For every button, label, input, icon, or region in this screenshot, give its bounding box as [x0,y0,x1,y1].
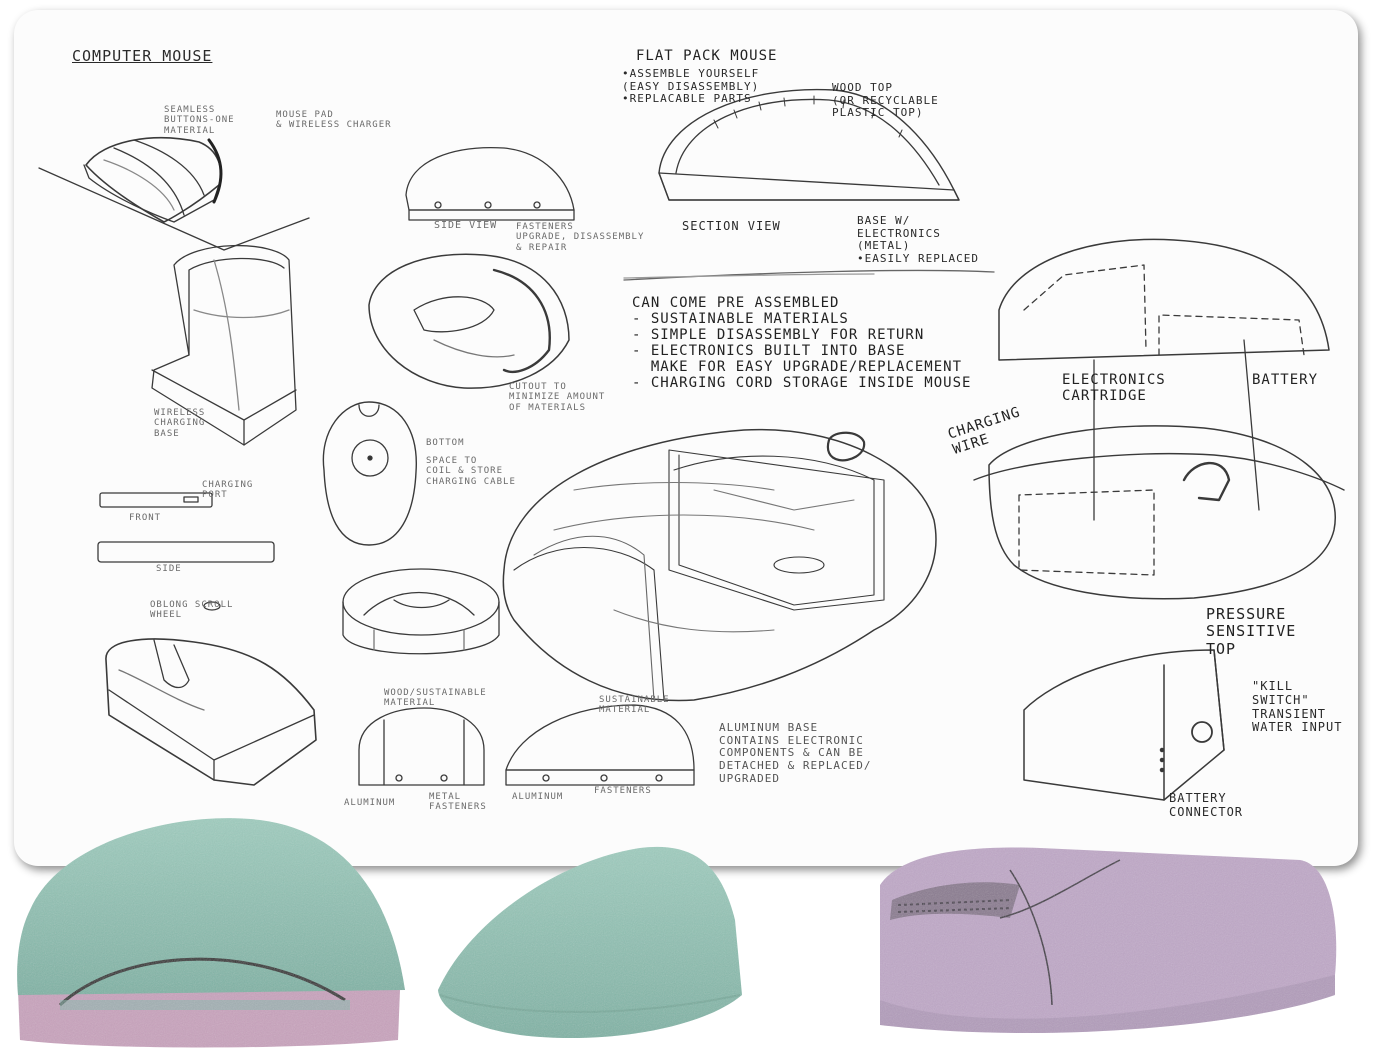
seamless-label: SEAMLESS BUTTONS-ONE MATERIAL [164,105,235,136]
side-view-sketch [406,148,574,220]
mouse-pad-sketch [39,138,309,250]
electronics-cartridge-sketch [974,239,1344,598]
battery-label: BATTERY [1252,372,1318,388]
wireframe-mouse-sketch [503,430,936,701]
charging-port-label: CHARGING PORT [202,480,253,501]
foam-model-green-pink [17,818,405,1047]
sketch-sheet: COMPUTER MOUSE SEAMLESS BUTTONS-ONE MATE… [14,10,1358,866]
foam-prototypes [0,800,1387,1054]
side-view-label: SIDE VIEW [434,220,497,232]
oblong-scroll-wheel-label: OBLONG SCROLL WHEEL [150,600,233,621]
pressure-sensitive-sketch [1024,650,1224,800]
bottom-label: BOTTOM [426,438,465,448]
foam-model-purple [880,847,1336,1033]
foam-model-green [438,847,742,1038]
sketch-drawings [14,10,1358,866]
front-aluminum-sketch [359,708,484,785]
cutout-mouse-sketch [369,254,569,388]
puck-sketch [343,569,499,654]
space-to-coil-label: SPACE TO COIL & STORE CHARGING CABLE [426,456,516,487]
wireless-charging-base-label: WIRELESS CHARGING BASE [154,408,205,439]
scroll-wheel-mouse-sketch [106,602,316,785]
kill-switch-label: "KILL SWITCH" TRANSIENT WATER INPUT [1252,680,1342,735]
side-label: SIDE [156,564,182,574]
bottom-view-sketch [323,402,416,545]
fasteners-2-label: FASTENERS [594,786,652,796]
pressure-sensitive-top-label: PRESSURE SENSITIVE TOP [1206,606,1296,658]
side-aluminum-sketch [506,705,694,785]
fasteners-label: FASTENERS UPGRADE, DISASSEMBLY & REPAIR [516,222,644,253]
aluminum-base-note: ALUMINUM BASE CONTAINS ELECTRONIC COMPON… [719,722,871,785]
divider-line-1 [624,270,994,280]
flat-pack-notes: •ASSEMBLE YOURSELF (EASY DISASSEMBLY) •R… [622,68,759,106]
flat-pack-title: FLAT PACK MOUSE [636,48,777,64]
base-notes-label: BASE W/ ELECTRONICS (METAL) •EASILY REPL… [857,215,979,266]
electronics-cartridge-label: ELECTRONICS CARTRIDGE [1062,372,1166,404]
pre-assembled-list: CAN COME PRE ASSEMBLED - SUSTAINABLE MAT… [632,295,971,392]
cutout-label: CUTOUT TO MINIMIZE AMOUNT OF MATERIALS [509,382,605,413]
computer-mouse-title: COMPUTER MOUSE [72,48,212,65]
sustainable-material-label: SUSTAINABLE MATERIAL [599,695,670,716]
section-view-label: SECTION VIEW [682,220,781,234]
wood-top-label: WOOD TOP (OR RECYCLABLE PLASTIC TOP) [832,82,939,120]
mouse-pad-label: MOUSE PAD & WIRELESS CHARGER [276,110,392,131]
front-side-bars [98,493,274,562]
wood-sustainable-label: WOOD/SUSTAINABLE MATERIAL [384,688,487,709]
front-label: FRONT [129,513,161,523]
